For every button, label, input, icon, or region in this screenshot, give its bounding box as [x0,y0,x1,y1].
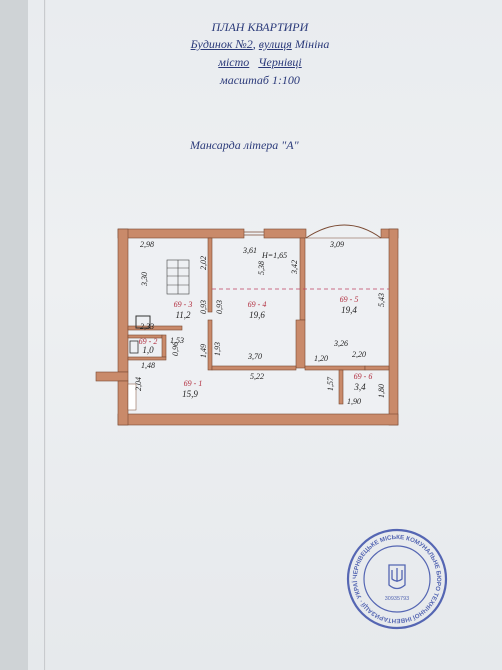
dim-0-96: 0,96 [171,342,180,356]
plan-title: ПЛАН КВАРТИРИ [211,20,309,34]
boiler-fixture [135,315,151,329]
city-line: місто Чернівці [150,55,370,70]
dim-1-49: 1,49 [199,344,208,358]
balcony-arc [305,224,382,239]
dim-1-80: 1,80 [377,384,386,398]
room-area-69-3: 11,2 [175,310,191,320]
dim-2-02: 2,02 [199,256,208,270]
dim-3-70: 3,70 [247,352,262,361]
dim-1-20: 1,20 [314,354,328,363]
dim-1-93: 1,93 [213,342,222,356]
dim-3-61: 3,61 [242,246,257,255]
street-prefix: вулиця [258,37,292,51]
bath-fixture [129,340,139,354]
room-area-69-2: 1,0 [142,345,154,355]
room-id-69-2: 69 - 2 [139,337,158,346]
height-label: Н=1,65 [261,251,287,260]
dim-3-09: 3,09 [329,240,344,249]
window-marks [244,231,264,236]
room-id-69-1: 69 - 1 [184,379,203,388]
dim-0-93-b: 0,93 [215,300,224,314]
dim-5-43: 5,43 [377,293,386,307]
dim-1-57: 1,57 [326,376,335,391]
staircase [166,259,190,295]
trident-emblem-icon [388,564,406,590]
dim-1-48: 1,48 [141,361,155,370]
floor-subtitle: Мансарда літера "А" [190,138,299,152]
city-label: місто [218,55,250,69]
scale-label: масштаб 1:100 [220,73,300,87]
page-fold [44,0,46,670]
dim-5-22: 5,22 [250,372,264,381]
street-name: Мініна [294,37,330,51]
dim-0-93-a: 0,93 [199,300,208,314]
dim-3-30: 3,30 [140,272,149,287]
dim-3-26: 3,26 [333,339,348,348]
dim-2-20: 2,20 [352,350,366,359]
dim-1-90: 1,90 [347,397,361,406]
room-id-69-5: 69 - 5 [340,295,359,304]
dim-2-04: 2,04 [134,377,143,391]
room-area-69-4: 19,6 [249,310,265,320]
official-stamp: ЧЕРНІВЕЦЬКЕ МІСЬКЕ КОМУНАЛЬНЕ БЮРО ТЕХНІ… [345,527,448,630]
dim-3-42: 3,42 [290,260,299,275]
stamp-code: 30935793 [385,596,409,602]
room-area-69-6: 3,4 [353,382,366,392]
interior-walls [127,237,390,405]
room-id-69-4: 69 - 4 [248,300,267,309]
room-id-69-6: 69 - 6 [354,372,373,381]
outer-walls [95,228,399,426]
room-area-69-5: 19,4 [341,305,357,315]
dim-2-33: 2,33 [140,322,154,331]
room-area-69-1: 15,9 [182,389,198,399]
room-id-69-3: 69 - 3 [174,300,193,309]
address-line: Будинок №2, вулиця Мініна [190,37,330,51]
dim-5-38: 5,38 [257,261,266,275]
city-name: Чернівці [258,55,302,69]
building-label: Будинок №2 [190,37,253,51]
dim-2-98: 2,98 [140,240,154,249]
dim-1-53: 1,53 [170,336,184,345]
